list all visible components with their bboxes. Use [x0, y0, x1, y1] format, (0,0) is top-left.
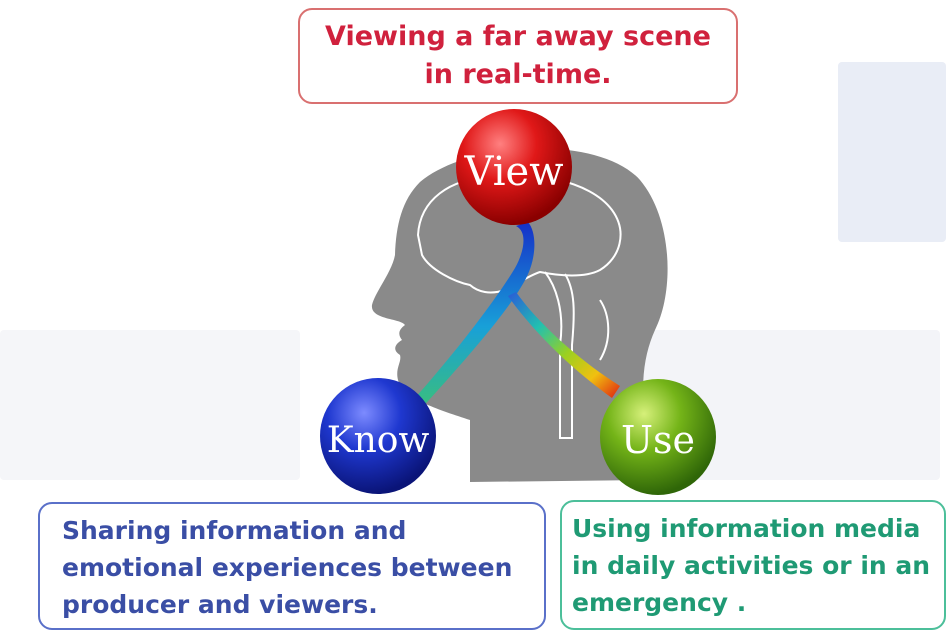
- jaw-outline: [599, 299, 610, 361]
- know-description-line: emotional experiences between: [62, 553, 513, 582]
- background-blur-strip: [0, 330, 300, 480]
- use-label: Use: [621, 418, 695, 462]
- know-description-line: Sharing information and: [62, 516, 407, 545]
- use-sphere: [600, 379, 716, 495]
- use-node: Use: [600, 379, 716, 495]
- ribbon-view-to-use: [508, 292, 620, 398]
- know-description-line: producer and viewers.: [62, 590, 378, 619]
- view-label: View: [464, 149, 564, 195]
- view-description-line: in real-time.: [424, 59, 612, 90]
- view-node: View: [456, 109, 572, 225]
- use-description-line: Using information media: [572, 514, 921, 543]
- view-description-line: Viewing a far away scene: [325, 21, 711, 52]
- know-description-box: Sharing information and emotional experi…: [38, 502, 546, 630]
- view-description-box: Viewing a far away scene in real-time.: [298, 8, 738, 104]
- use-description-box: Using information media in daily activit…: [560, 500, 946, 630]
- know-sphere: [320, 378, 436, 494]
- know-label: Know: [327, 420, 430, 461]
- background-blur-block: [838, 62, 946, 242]
- head-silhouette: [371, 148, 668, 482]
- spine-outline: [544, 271, 575, 439]
- use-description-line: in daily activities or in an: [572, 551, 931, 580]
- know-node: Know: [320, 378, 436, 494]
- view-sphere: [456, 109, 572, 225]
- use-description-line: emergency .: [572, 588, 747, 617]
